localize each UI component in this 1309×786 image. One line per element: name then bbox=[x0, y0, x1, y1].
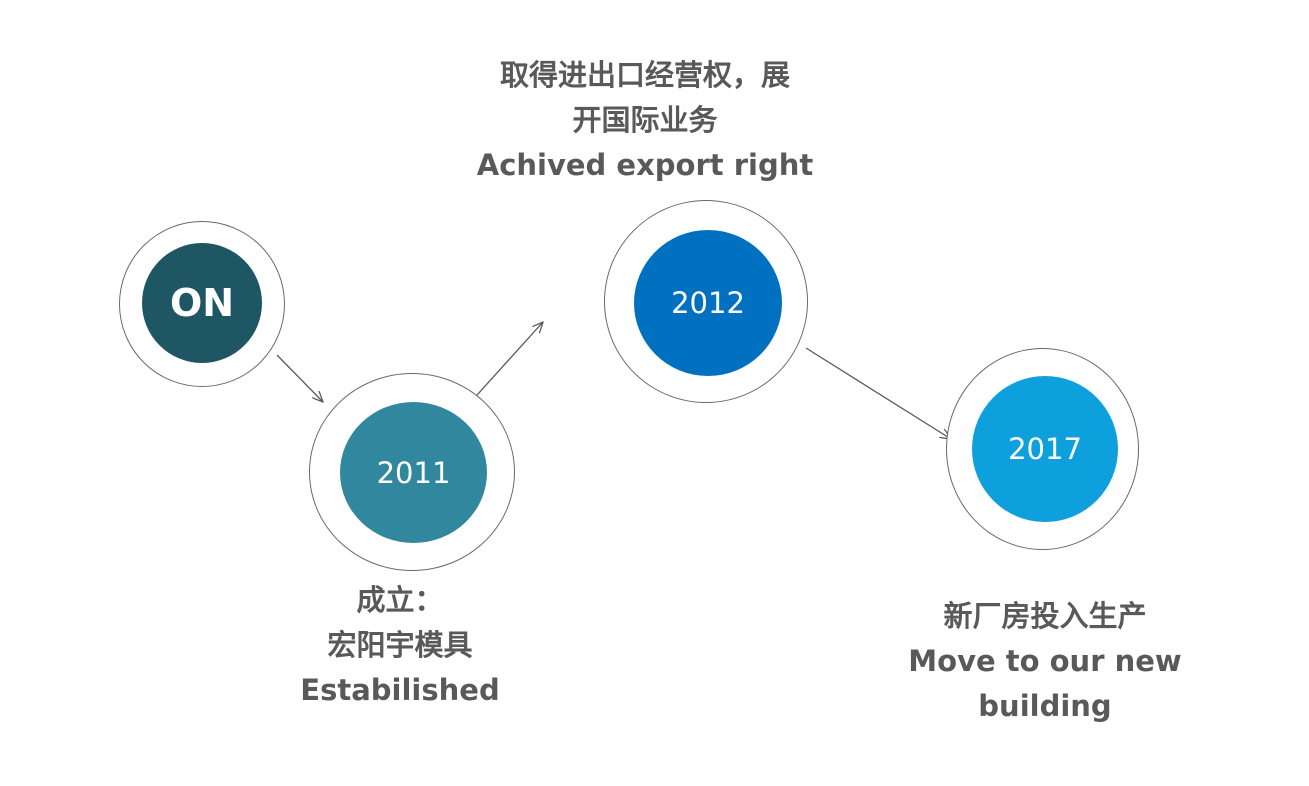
label-2012-line1: 取得进出口经营权，展 bbox=[499, 58, 790, 92]
label-2017-line3: building bbox=[978, 689, 1112, 723]
node-2012-text: 2012 bbox=[671, 286, 745, 320]
label-2011-line3: Estabilished bbox=[300, 673, 500, 707]
label-2017-line1: 新厂房投入生产 bbox=[943, 599, 1147, 633]
arrow-2011-to-2012 bbox=[467, 322, 543, 406]
arrow-2012-to-2017 bbox=[805, 347, 951, 439]
label-2012-line3: Achived export right bbox=[476, 148, 814, 182]
label-2012: 取得进出口经营权，展 开国际业务 Achived export right bbox=[430, 53, 860, 188]
label-2017: 新厂房投入生产 Move to our new building bbox=[880, 594, 1210, 729]
node-2017-text: 2017 bbox=[1008, 432, 1082, 466]
node-start-text: ON bbox=[169, 281, 235, 325]
label-2011: 成立： 宏阳宇模具 Estabilished bbox=[280, 578, 520, 713]
node-2012: 2012 bbox=[634, 230, 782, 376]
arrow-start-to-2011 bbox=[276, 354, 323, 402]
label-2012-line2: 开国际业务 bbox=[572, 103, 718, 137]
node-2011: 2011 bbox=[340, 402, 487, 543]
label-2011-line1: 成立： bbox=[356, 583, 444, 617]
node-2017: 2017 bbox=[972, 376, 1118, 522]
label-2011-line2: 宏阳宇模具 bbox=[327, 628, 473, 662]
label-2017-line2: Move to our new bbox=[908, 644, 1182, 678]
node-start: ON bbox=[142, 243, 262, 363]
node-2011-text: 2011 bbox=[376, 455, 451, 490]
